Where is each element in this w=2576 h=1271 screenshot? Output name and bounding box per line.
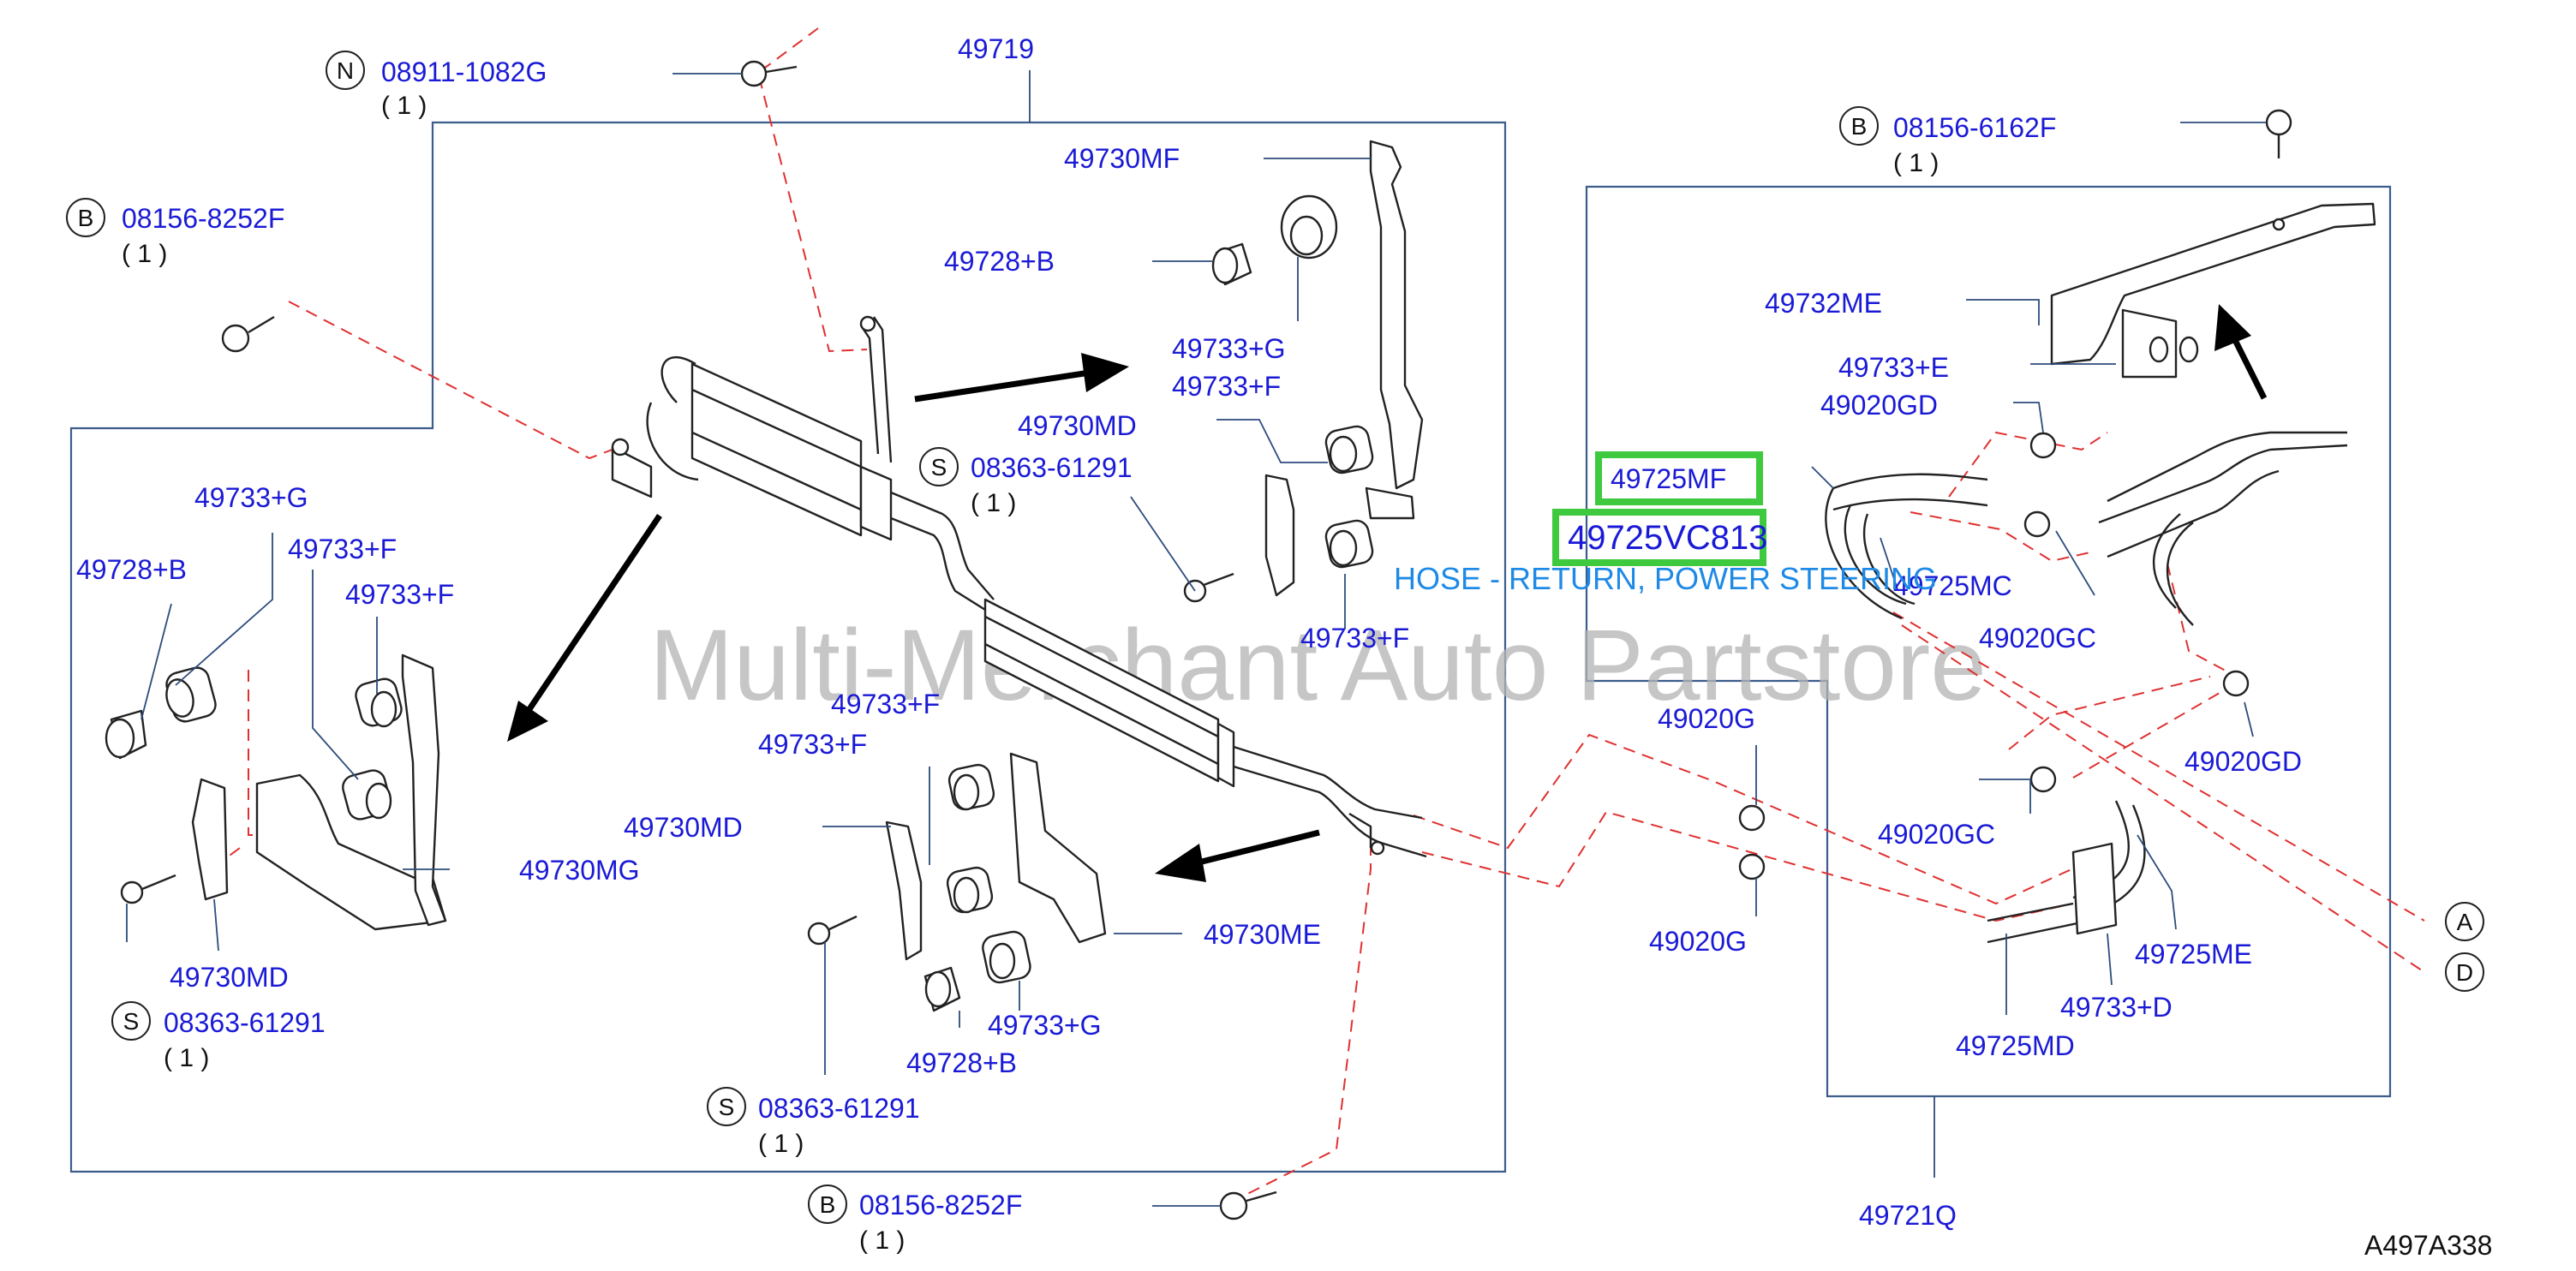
part-number: 08156-6162F [1893, 112, 2056, 143]
quantity: ( 1 ) [381, 92, 427, 120]
part-label[interactable]: 49732ME [1765, 288, 1882, 319]
upper-right-bracket-cluster [1183, 140, 1424, 603]
highlighted-part-primary: 49725VC813 [1568, 519, 1768, 557]
part-label[interactable]: 49020GC [1878, 819, 1995, 850]
part-label[interactable]: 49020GC [1979, 623, 2096, 653]
part-label[interactable]: 49728+B [944, 246, 1055, 277]
part-number: 08911-1082G [381, 57, 547, 87]
part-number: 08156-8252F [859, 1190, 1022, 1220]
connector-letter: D [2456, 959, 2473, 986]
part-label[interactable]: 49733+F [758, 729, 867, 760]
part-label[interactable]: 49728+B [76, 554, 187, 585]
part-label[interactable]: 49733+G [194, 482, 308, 513]
part-label[interactable]: 49733+D [2060, 992, 2173, 1023]
part-label[interactable]: 49730ME [1204, 919, 1321, 950]
highlighted-part-secondary: 49725MF [1611, 463, 1726, 494]
quantity: ( 1 ) [758, 1130, 804, 1158]
callout-letter: S [931, 454, 947, 480]
right-assembly-frame [1585, 185, 2392, 1098]
quantity: ( 1 ) [971, 489, 1016, 517]
part-label[interactable]: 49733+F [345, 579, 454, 610]
highlight-49725vc813[interactable]: 49725VC813 [1552, 509, 1768, 566]
upper-oil-cooler [611, 315, 995, 612]
quantity: ( 1 ) [1893, 149, 1939, 177]
leader-lines [126, 73, 2266, 1207]
callout-s-08363-61291-top[interactable]: S 08363-61291 ( 1 ) [919, 447, 1133, 517]
callout-n-08911-1082g[interactable]: N 08911-1082G ( 1 ) [326, 51, 547, 120]
quantity: ( 1 ) [164, 1044, 209, 1072]
diagram-code: A497A338 [2364, 1230, 2492, 1261]
callout-letter: B [820, 1191, 836, 1218]
lower-middle-bracket-cluster [807, 752, 1107, 1012]
callout-letter: S [719, 1094, 735, 1120]
callout-letter: B [1851, 113, 1868, 140]
part-number: 08363-61291 [971, 452, 1133, 483]
watermark: Multi-Merchant Auto Partstore [649, 609, 1987, 722]
callout-letter: N [337, 57, 354, 84]
part-label[interactable]: 49725MD [1956, 1030, 2075, 1061]
left-bracket-cluster [105, 653, 447, 931]
callout-s-08363-61291-left[interactable]: S 08363-61291 ( 1 ) [111, 1001, 326, 1072]
callout-s-08363-61291-bottom[interactable]: S 08363-61291 ( 1 ) [707, 1087, 920, 1158]
callout-b-08156-8252f-lower[interactable]: B 08156-8252F ( 1 ) [808, 1184, 1022, 1255]
part-label[interactable]: 49733+F [831, 689, 940, 719]
part-label[interactable]: 49725MC [1893, 570, 2012, 601]
part-label[interactable]: 49730MD [624, 812, 743, 843]
part-number: 08363-61291 [164, 1007, 326, 1038]
highlighted-part-description: HOSE - RETURN, POWER STEERING [1394, 561, 1937, 596]
part-label[interactable]: 49733+F [288, 534, 397, 564]
callout-letter: B [78, 205, 94, 231]
connector-letter: A [2457, 909, 2473, 935]
connector-d[interactable]: D [2445, 952, 2484, 992]
part-label[interactable]: 49733+G [988, 1010, 1102, 1041]
right-hose-assembly [1738, 202, 2376, 944]
connector-a[interactable]: A [2445, 902, 2484, 941]
part-label[interactable]: 49730MF [1064, 143, 1180, 174]
part-number: 08156-8252F [122, 203, 284, 234]
callout-b-08156-8252f-upper[interactable]: B 08156-8252F ( 1 ) [66, 198, 284, 268]
highlight-49725mf[interactable]: 49725MF [1595, 451, 1763, 505]
part-label[interactable]: 49730MG [519, 855, 640, 886]
callout-letter: S [123, 1008, 140, 1035]
part-label[interactable]: 49725ME [2135, 939, 2252, 970]
bolts [221, 60, 2292, 1220]
part-label[interactable]: 49728+B [906, 1047, 1017, 1078]
part-label[interactable]: 49733+E [1838, 352, 1949, 383]
part-label[interactable]: 49730MD [170, 962, 289, 993]
lower-oil-cooler [983, 598, 1427, 858]
left-assembly-frame [69, 121, 1507, 1173]
quantity: ( 1 ) [859, 1226, 905, 1255]
direction-arrows [507, 304, 2268, 882]
part-label[interactable]: 49020G [1658, 703, 1755, 734]
part-label[interactable]: 49733+G [1172, 333, 1286, 364]
part-label[interactable]: 49020GD [1820, 390, 1938, 421]
part-label[interactable]: 49020G [1649, 926, 1747, 957]
part-labels: 49730MF 49728+B 49733+G 49733+F 49730MD … [76, 143, 2302, 1078]
callout-b-08156-6162f[interactable]: B 08156-6162F ( 1 ) [1839, 106, 2056, 177]
part-label[interactable]: 49733+F [1172, 371, 1281, 402]
part-label[interactable]: 49733+F [1300, 623, 1409, 653]
part-label[interactable]: 49020GD [2185, 746, 2302, 777]
quantity: ( 1 ) [122, 240, 167, 268]
reference-lines [213, 27, 2425, 1198]
part-label[interactable]: 49730MD [1018, 410, 1137, 441]
assembly-label-49721q[interactable]: 49721Q [1859, 1200, 1957, 1231]
assembly-label-49719[interactable]: 49719 [958, 33, 1034, 64]
part-number: 08363-61291 [758, 1093, 920, 1124]
